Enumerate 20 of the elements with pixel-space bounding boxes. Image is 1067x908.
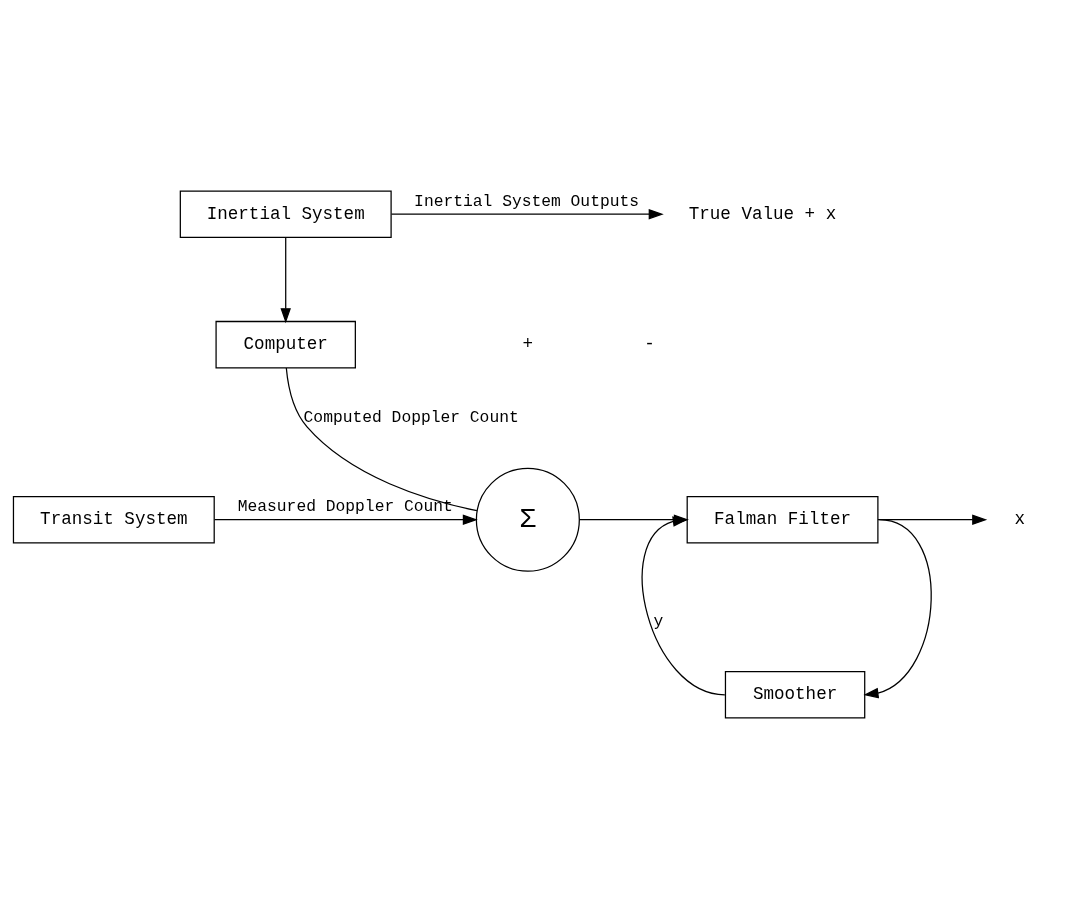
node-box: Falman Filter bbox=[686, 495, 879, 544]
arrow bbox=[213, 513, 478, 525]
edge-label: Measured Doppler Count bbox=[237, 496, 453, 516]
node-text: True Value + x bbox=[688, 203, 837, 224]
edge-label: Inertial System Outputs bbox=[414, 191, 640, 211]
label: - bbox=[644, 333, 655, 354]
node-text: x bbox=[1014, 508, 1025, 529]
node-box: Computer bbox=[215, 320, 356, 369]
node-box: Transit System bbox=[12, 495, 215, 544]
arrow bbox=[280, 236, 291, 323]
arrow bbox=[863, 518, 932, 698]
edge-label: y bbox=[653, 611, 664, 631]
arrow bbox=[390, 208, 664, 219]
arrow bbox=[877, 513, 988, 525]
label: + bbox=[522, 333, 534, 354]
connector bbox=[285, 366, 478, 511]
node-box: Inertial System bbox=[179, 189, 392, 238]
edge-label: Computed Doppler Count bbox=[303, 407, 519, 427]
node-circle: Σ bbox=[475, 467, 580, 572]
node-box: Smoother bbox=[724, 670, 866, 719]
